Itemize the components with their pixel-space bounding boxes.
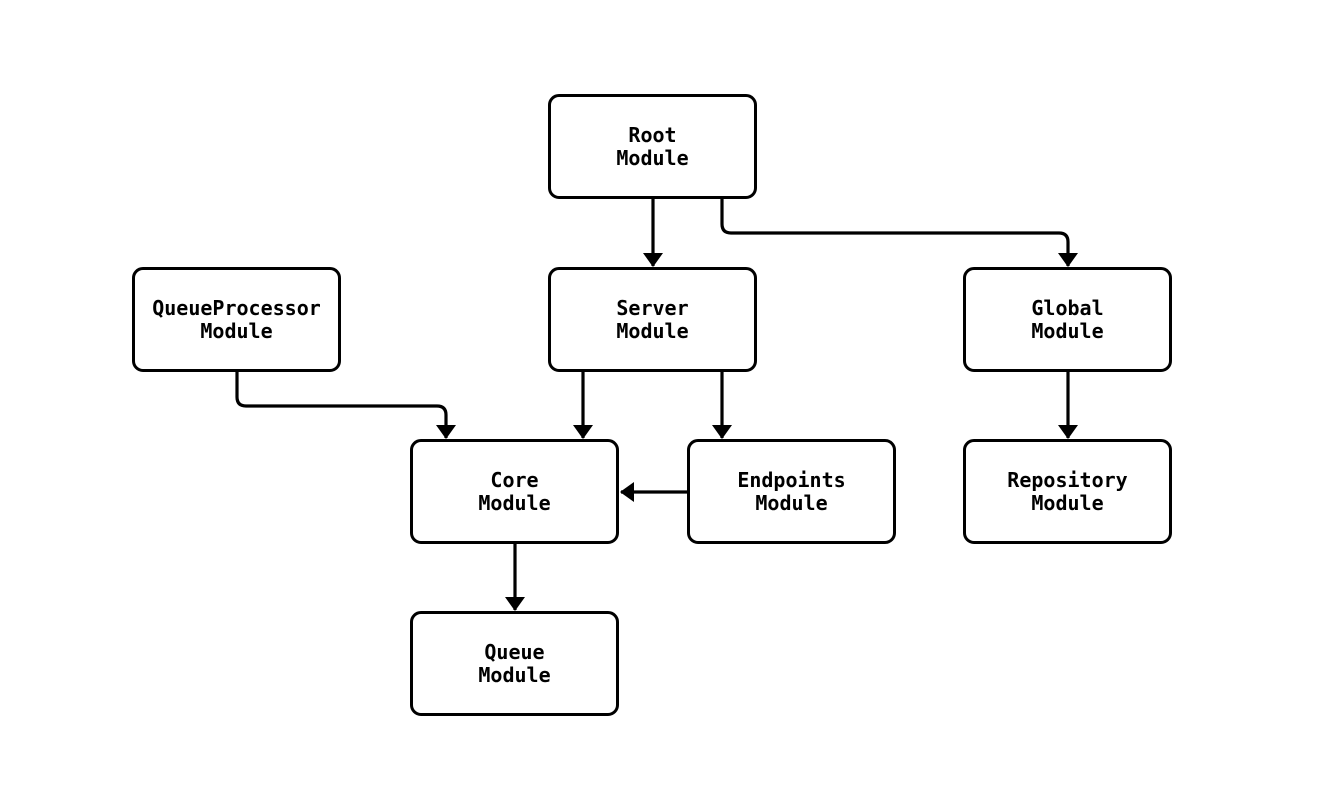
edge-root-to-global [720, 198, 1078, 267]
node-global-module: Global Module [963, 267, 1172, 372]
node-root-module: Root Module [548, 94, 757, 199]
node-server-module: Server Module [548, 267, 757, 372]
node-endpoints-module: Endpoints Module [687, 439, 896, 544]
node-core-module: Core Module [410, 439, 619, 544]
node-repository-module: Repository Module [963, 439, 1172, 544]
node-queue-module: Queue Module [410, 611, 619, 716]
node-queueprocessor-module: QueueProcessor Module [132, 267, 341, 372]
edge-queueprocessor-to-core [235, 372, 456, 439]
